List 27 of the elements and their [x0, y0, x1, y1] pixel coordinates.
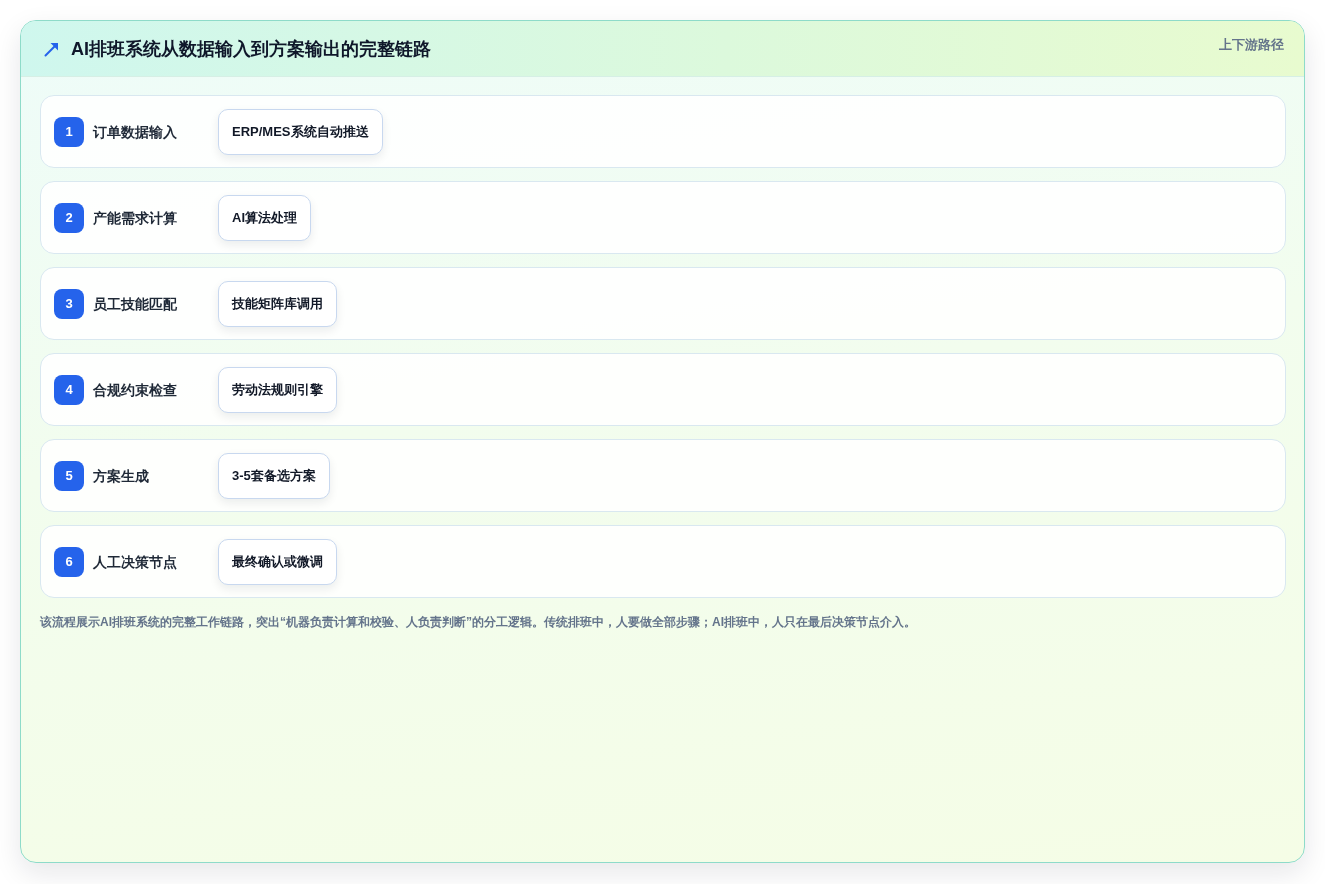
tag: 3-5套备选方案	[218, 453, 330, 499]
step-label: 方案生成	[93, 467, 149, 486]
step-card	[40, 181, 1286, 254]
tag: 技能矩阵库调用	[218, 281, 337, 327]
tag: ERP/MES系统自动推送	[218, 109, 383, 155]
step-label: 员工技能匹配	[93, 295, 177, 314]
number-badge: 6	[54, 547, 84, 577]
step-label: 订单数据输入	[93, 123, 177, 142]
tag: 劳动法规则引擎	[218, 367, 337, 413]
number-badge: 4	[54, 375, 84, 405]
step-label: 合规约束检查	[93, 381, 177, 400]
step-label: 人工决策节点	[93, 553, 177, 572]
number-badge: 1	[54, 117, 84, 147]
number-badge: 5	[54, 461, 84, 491]
title: AI排班系统从数据输入到方案输出的完整链路	[71, 38, 431, 61]
step-card	[40, 525, 1286, 598]
step-card	[40, 439, 1286, 512]
step-card	[40, 267, 1286, 340]
tag: AI算法处理	[218, 195, 311, 241]
number-badge: 2	[54, 203, 84, 233]
header-label: 上下游路径	[1219, 36, 1284, 54]
step-card	[40, 95, 1286, 168]
step-label: 产能需求计算	[93, 209, 177, 228]
number-badge: 3	[54, 289, 84, 319]
step-card	[40, 353, 1286, 426]
caption: 该流程展示AI排班系统的完整工作链路，突出“机器负责计算和校验、人负责判断”的分工逻辑。传统排班中，人要做全部步骤；AI排班中，人只在最后决策节点介入。	[40, 614, 916, 630]
tag: 最终确认或微调	[218, 539, 337, 585]
